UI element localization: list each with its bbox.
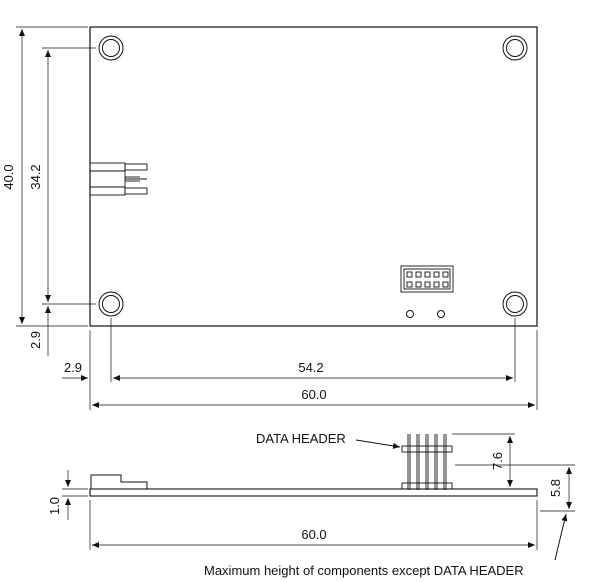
side-view-dimensions (62, 433, 575, 561)
side-view (89, 434, 538, 497)
dim-board-height: 40.0 (1, 164, 16, 189)
dim-hole-spacing-h: 54.2 (298, 360, 323, 375)
top-view-dimensions (16, 26, 538, 410)
side-view-labels: DATA HEADER 7.6 5.8 1.0 60.0 Maximum hei… (47, 431, 563, 578)
side-connector-top (89, 162, 148, 196)
max-height-leader (554, 513, 568, 561)
dim-hole-offset-left: 2.9 (64, 360, 82, 375)
dim-board-thickness: 1.0 (47, 497, 62, 515)
data-header-label: DATA HEADER (256, 431, 346, 446)
data-header-top (400, 265, 454, 293)
dim-hole-offset-bottom: 2.9 (28, 331, 43, 349)
dim-hole-spacing-v: 34.2 (28, 164, 43, 189)
mounting-hole-bottom-left (98, 291, 124, 317)
top-view (89, 26, 538, 327)
side-connector-profile (90, 474, 148, 489)
data-header-side (401, 434, 453, 490)
dim-component-height: 5.8 (548, 479, 563, 497)
mounting-hole-bottom-right (502, 291, 528, 317)
mounting-hole-top-left (98, 35, 124, 61)
data-header-leader (355, 439, 401, 449)
mounting-hole-top-right (502, 35, 528, 61)
pcb-outline-top (89, 26, 538, 327)
max-height-note: Maximum height of components except DATA… (204, 563, 524, 578)
pcb-outline-side (89, 488, 538, 497)
top-view-dimension-labels: 40.0 34.2 2.9 2.9 54.2 60.0 (1, 164, 327, 402)
dim-board-width-side: 60.0 (301, 527, 326, 542)
dim-header-height: 7.6 (490, 452, 505, 470)
small-hole-left (406, 310, 414, 318)
small-hole-right (437, 310, 445, 318)
dim-board-width-top: 60.0 (301, 387, 326, 402)
